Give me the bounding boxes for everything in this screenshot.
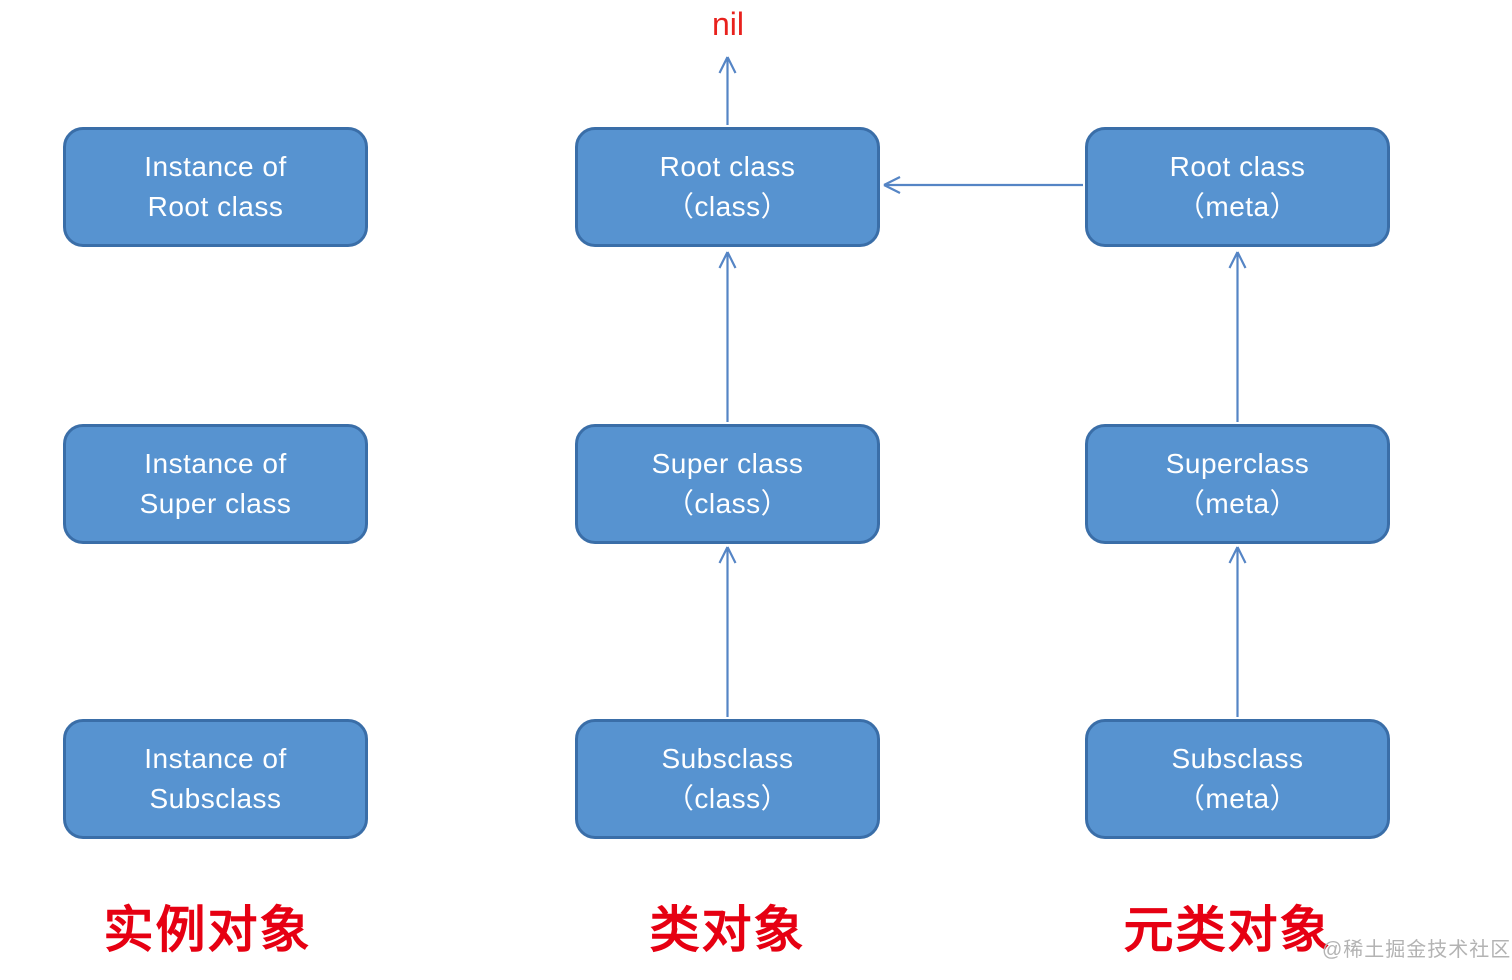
node-superclass-meta: Superclass （meta） [1085,424,1390,544]
node-text-line: Root class [147,191,284,222]
node-text-line: （meta） [1176,488,1299,519]
arrow-superclass-to-rootclass [718,251,737,422]
column-label-instance-objects: 实例对象 [103,902,312,958]
node-text-line: Subsclass [661,743,794,774]
arrow-rootmeta-to-rootclass [883,176,1083,194]
node-instance-of-subclass: Instance of Subsclass [63,719,368,839]
arrow-rootclass-to-nil [718,56,737,125]
node-super-class-class: Super class （class） [575,424,880,544]
node-text-line: Instance of [144,151,287,182]
node-text-line: （class） [665,488,790,519]
node-text-line: Super class [139,488,292,519]
node-text-line: Subsclass [149,783,282,814]
node-root-class-class: Root class （class） [575,127,880,247]
node-text-line: Root class [659,151,796,182]
arrow-supermeta-to-rootmeta [1228,251,1247,422]
node-text-line: Subsclass [1171,743,1304,774]
nil-label: nil [711,6,744,42]
node-text-line: （meta） [1176,191,1299,222]
node-text-line: （class） [665,783,790,814]
node-root-class-meta: Root class （meta） [1085,127,1390,247]
arrow-submeta-to-supermeta [1228,546,1247,717]
node-text-line: Super class [651,448,804,479]
watermark-juejin-community: @稀土掘金技术社区 [1322,939,1512,961]
node-subclass-class: Subsclass （class） [575,719,880,839]
node-text-line: Root class [1169,151,1306,182]
node-text-line: Superclass [1165,448,1310,479]
node-text-line: Instance of [144,448,287,479]
node-instance-of-super-class: Instance of Super class [63,424,368,544]
node-text-line: （meta） [1176,783,1299,814]
column-label-class-objects: 类对象 [649,902,806,958]
node-text-line: （class） [665,191,790,222]
column-label-metaclass-objects: 元类对象 [1123,902,1332,958]
node-text-line: Instance of [144,743,287,774]
node-subclass-meta: Subsclass （meta） [1085,719,1390,839]
node-instance-of-root-class: Instance of Root class [63,127,368,247]
arrow-subclass-to-superclass [718,546,737,717]
